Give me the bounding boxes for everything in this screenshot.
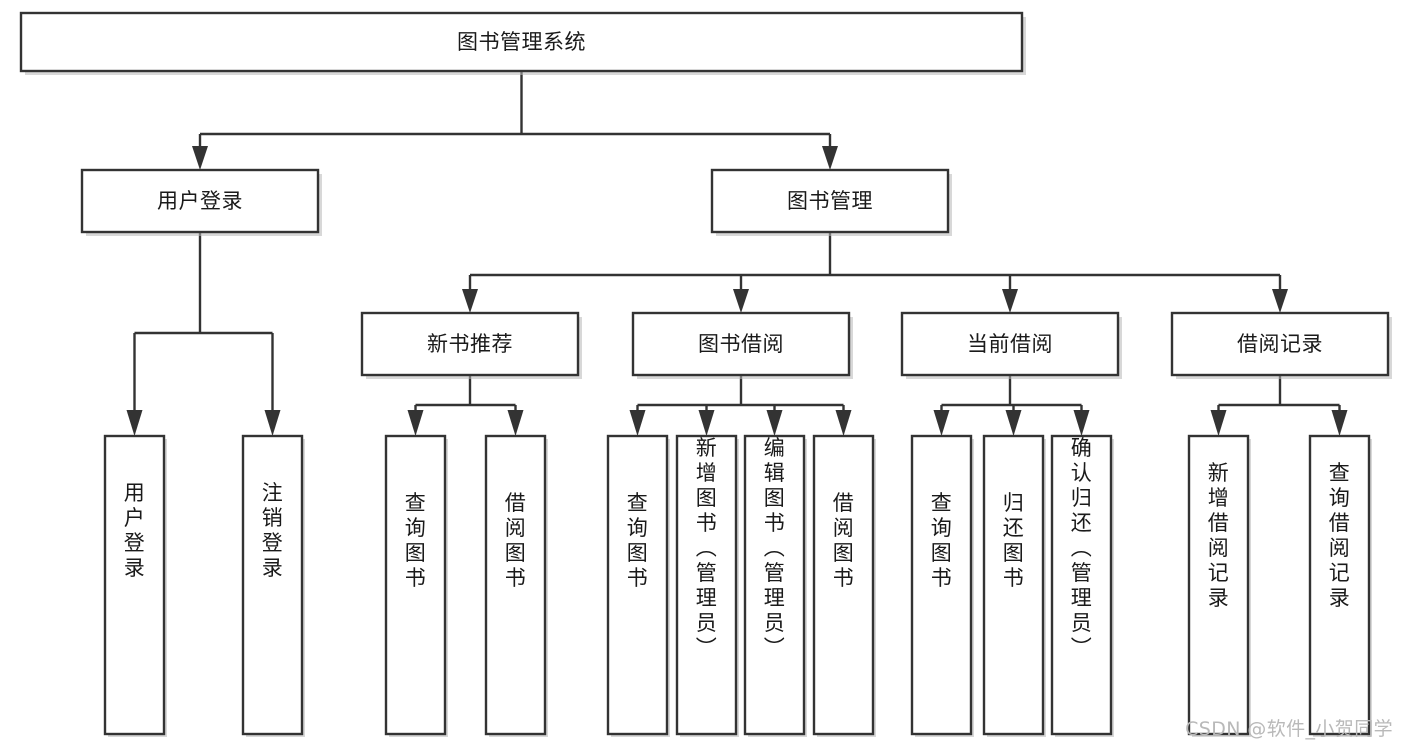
node-leaf-query-book-3-label: 查询图书 <box>931 491 953 590</box>
node-leaf-user-logout[interactable]: 注销登录 <box>241 434 305 737</box>
arrow-icon-user-login <box>192 146 208 170</box>
arrow-icon-leaf-confirm-return <box>1073 410 1090 436</box>
node-new-book-recommend-label: 新书推荐 <box>427 332 513 356</box>
node-borrow-record[interactable]: 借阅记录 <box>1170 311 1392 379</box>
node-leaf-add-record-label: 新增借阅记录 <box>1208 461 1230 610</box>
connector-layer <box>126 71 1348 436</box>
node-root[interactable]: 图书管理系统 <box>19 11 1026 75</box>
arrow-icon-leaf-query-record <box>1331 410 1348 436</box>
node-leaf-query-record-rect <box>1308 434 1371 736</box>
node-leaf-query-book-1[interactable]: 查询图书 <box>384 434 448 737</box>
node-leaf-return-book-label: 归还图书 <box>1003 491 1025 590</box>
node-leaf-add-record[interactable]: 新增借阅记录 <box>1187 434 1251 737</box>
node-leaf-user-logout-rect <box>241 434 304 736</box>
node-user-login-rect <box>80 168 320 234</box>
node-leaf-confirm-return-rect <box>1050 434 1113 736</box>
node-borrow-record-rect <box>1170 311 1390 377</box>
node-current-borrow-rect <box>900 311 1120 377</box>
node-leaf-return-book-rect <box>982 434 1045 736</box>
arrow-icon-leaf-query-book-1 <box>407 410 424 436</box>
node-leaf-add-book-rect <box>675 434 738 736</box>
node-leaf-user-login-rect <box>103 434 166 736</box>
node-current-borrow-label: 当前借阅 <box>967 332 1053 356</box>
node-leaf-add-book[interactable]: 新增图书︵管理员︶ <box>675 434 739 737</box>
node-leaf-query-book-3-rect <box>910 434 973 736</box>
node-leaf-edit-book-label: 编辑图书︵管理员︶ <box>764 436 786 660</box>
node-book-management-rect <box>710 168 950 234</box>
node-leaf-borrow-book-2-rect <box>812 434 875 736</box>
node-leaf-query-book-1-rect <box>384 434 447 736</box>
arrow-icon-leaf-user-logout <box>264 410 281 436</box>
arrow-icon-leaf-borrow-book-2 <box>835 410 852 436</box>
arrow-icon-borrow-record <box>1272 289 1288 313</box>
node-leaf-borrow-book-2-label: 借阅图书 <box>833 491 855 590</box>
arrow-icon-leaf-edit-book <box>766 410 783 436</box>
node-new-book-recommend[interactable]: 新书推荐 <box>360 311 582 379</box>
arrow-icon-leaf-query-book-2 <box>629 410 646 436</box>
node-leaf-confirm-return[interactable]: 确认归还︵管理员︶ <box>1050 434 1114 737</box>
arrow-icon-leaf-add-record <box>1210 410 1227 436</box>
arrow-icon-current-borrow <box>1002 289 1018 313</box>
arrow-icon-new-book <box>462 289 478 313</box>
node-leaf-borrow-book-1-label: 借阅图书 <box>505 491 527 590</box>
node-leaf-query-record-label: 查询借阅记录 <box>1329 461 1351 610</box>
node-leaf-user-logout-label: 注销登录 <box>262 481 284 580</box>
node-book-management-label: 图书管理 <box>787 189 873 213</box>
arrow-icon-leaf-query-book-3 <box>933 410 950 436</box>
node-root-rect <box>19 11 1024 73</box>
node-borrow-record-label: 借阅记录 <box>1237 332 1323 356</box>
node-new-book-recommend-rect <box>360 311 580 377</box>
node-leaf-query-book-2-label: 查询图书 <box>627 491 649 590</box>
node-book-borrow-label: 图书借阅 <box>698 332 784 356</box>
node-leaf-query-record[interactable]: 查询借阅记录 <box>1308 434 1372 737</box>
node-leaf-borrow-book-1[interactable]: 借阅图书 <box>484 434 548 737</box>
node-leaf-query-book-3[interactable]: 查询图书 <box>910 434 974 737</box>
arrow-icon-leaf-add-book <box>698 410 715 436</box>
arrow-icon-book-borrow <box>733 289 749 313</box>
node-leaf-user-login[interactable]: 用户登录 <box>103 434 167 737</box>
arrow-icon-leaf-user-login <box>126 410 143 436</box>
node-leaf-query-book-1-label: 查询图书 <box>405 491 427 590</box>
node-leaf-borrow-book-1-rect <box>484 434 547 736</box>
node-leaf-add-book-label: 新增图书︵管理员︶ <box>696 436 718 660</box>
node-leaf-edit-book[interactable]: 编辑图书︵管理员︶ <box>743 434 807 737</box>
node-leaf-edit-book-rect <box>743 434 806 736</box>
node-book-borrow[interactable]: 图书借阅 <box>631 311 853 379</box>
node-user-login[interactable]: 用户登录 <box>80 168 322 236</box>
node-leaf-user-login-label: 用户登录 <box>124 481 146 580</box>
node-leaf-add-record-rect <box>1187 434 1250 736</box>
node-leaf-query-book-2-rect <box>606 434 669 736</box>
node-leaf-confirm-return-label: 确认归还︵管理员︶ <box>1071 436 1093 660</box>
arrow-icon-leaf-return-book <box>1005 410 1022 436</box>
arrow-icon-book-management <box>822 146 838 170</box>
node-book-borrow-rect <box>631 311 851 377</box>
node-leaf-query-book-2[interactable]: 查询图书 <box>606 434 670 737</box>
arrow-icon-leaf-borrow-book-1 <box>507 410 524 436</box>
node-leaf-borrow-book-2[interactable]: 借阅图书 <box>812 434 876 737</box>
node-leaf-return-book[interactable]: 归还图书 <box>982 434 1046 737</box>
node-root-label: 图书管理系统 <box>457 30 586 54</box>
node-book-management[interactable]: 图书管理 <box>710 168 952 236</box>
node-user-login-label: 用户登录 <box>157 189 243 213</box>
node-current-borrow[interactable]: 当前借阅 <box>900 311 1122 379</box>
